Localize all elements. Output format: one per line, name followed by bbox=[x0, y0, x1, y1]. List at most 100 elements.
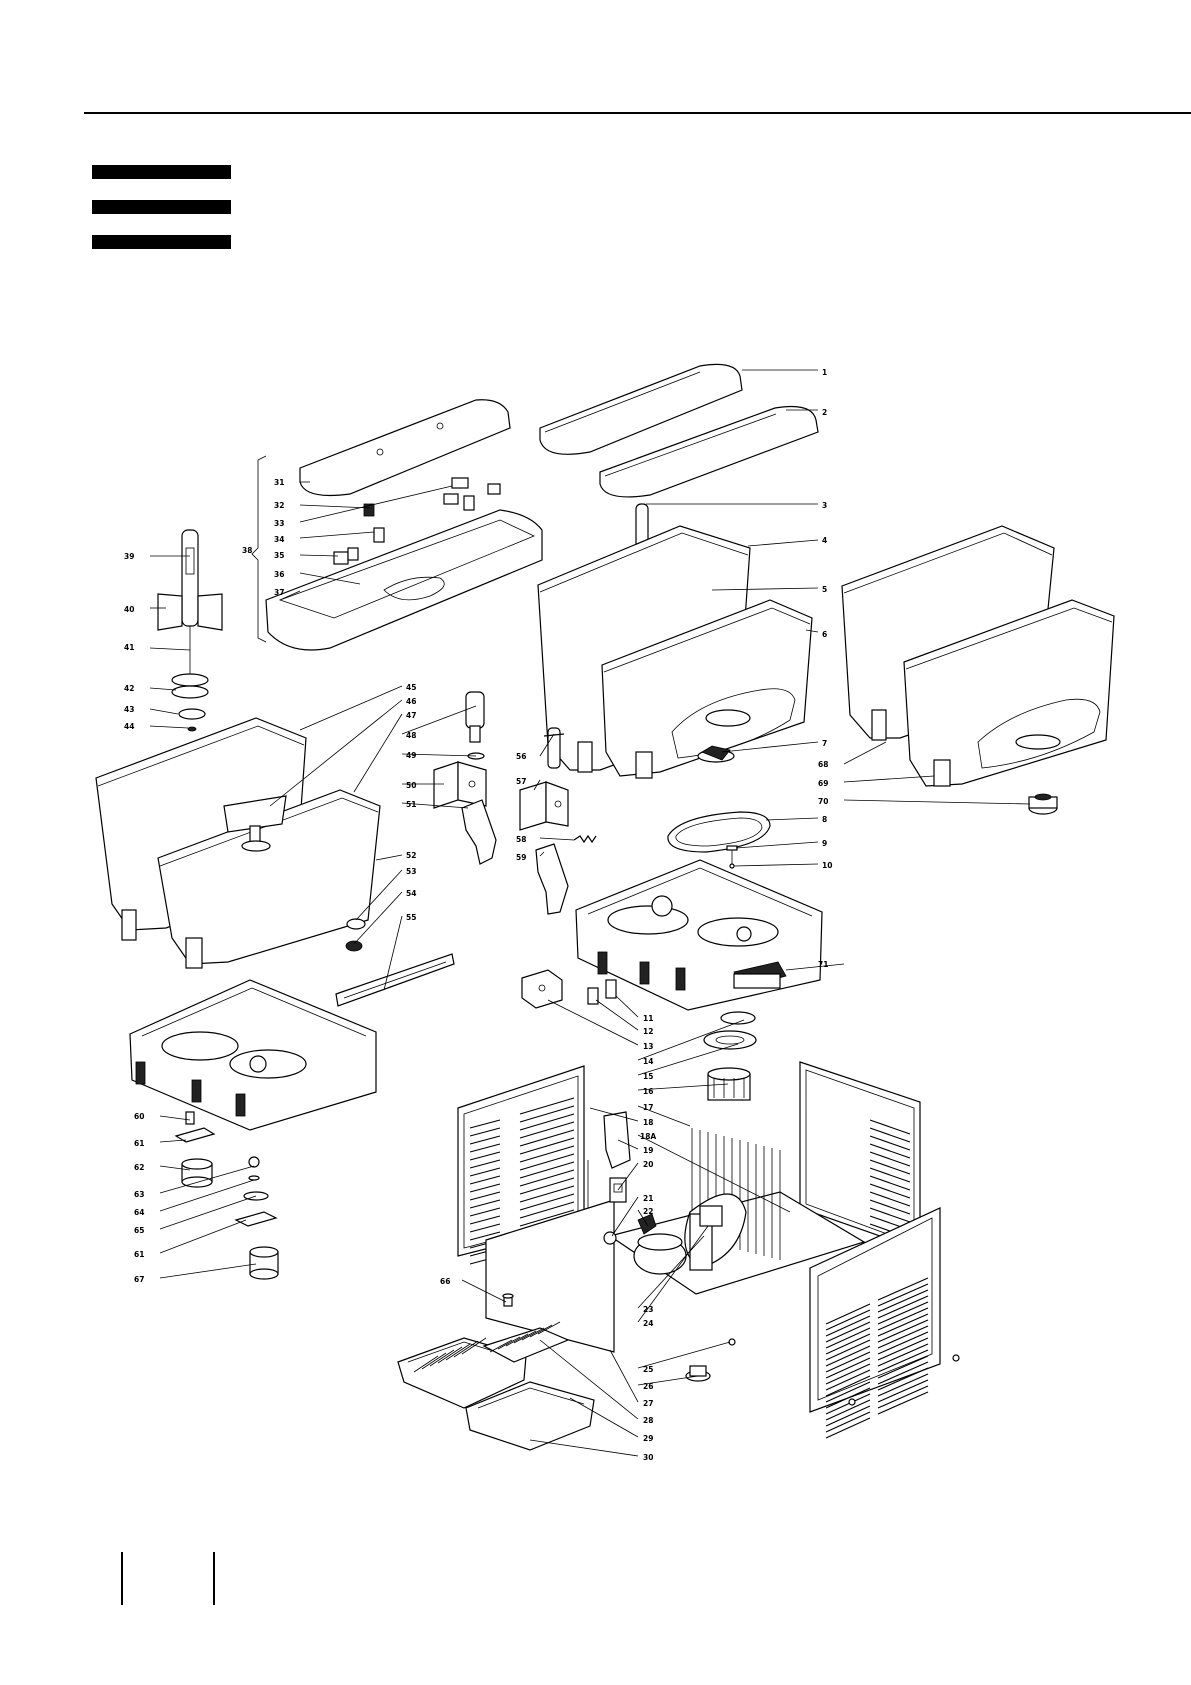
callout-41: 41 bbox=[124, 643, 134, 652]
callout-27: 27 bbox=[643, 1399, 653, 1408]
callout-65: 65 bbox=[134, 1226, 144, 1235]
callout-71: 71 bbox=[818, 960, 828, 969]
callout-48: 48 bbox=[406, 731, 416, 740]
callout-leader bbox=[300, 686, 402, 730]
drive-cap-70 bbox=[1029, 794, 1057, 814]
relay-21 bbox=[604, 1232, 616, 1244]
callout-44: 44 bbox=[124, 722, 134, 731]
callout-leader bbox=[548, 1000, 638, 1045]
callout-69: 69 bbox=[818, 779, 828, 788]
washer-10 bbox=[730, 864, 734, 868]
callout-32: 32 bbox=[274, 501, 284, 510]
callout-30: 30 bbox=[643, 1453, 653, 1462]
callout-40: 40 bbox=[124, 605, 134, 614]
callout-25: 25 bbox=[643, 1365, 653, 1374]
callout-leader bbox=[150, 688, 176, 690]
callout-36: 36 bbox=[274, 570, 284, 579]
plate-61a bbox=[176, 1128, 214, 1142]
louver bbox=[826, 1412, 870, 1432]
callout-leader bbox=[376, 855, 402, 860]
callout-2: 2 bbox=[822, 408, 827, 417]
cap-53 bbox=[347, 919, 365, 929]
callout-63: 63 bbox=[134, 1190, 144, 1199]
callout-51: 51 bbox=[406, 800, 416, 809]
callout-leader bbox=[844, 742, 886, 764]
o-ring-43 bbox=[179, 709, 205, 719]
callout-leader bbox=[844, 776, 934, 782]
callout-leader bbox=[160, 1196, 256, 1229]
callout-45: 45 bbox=[406, 683, 416, 692]
callout-37: 37 bbox=[274, 588, 284, 597]
callout-33: 33 bbox=[274, 519, 284, 528]
screw-9 bbox=[727, 846, 737, 864]
callout-10: 10 bbox=[822, 861, 832, 870]
louver bbox=[826, 1418, 870, 1438]
callout-3: 3 bbox=[822, 501, 827, 510]
callout-leader bbox=[610, 1350, 638, 1402]
pin-60 bbox=[186, 1112, 194, 1124]
callout-54: 54 bbox=[406, 889, 416, 898]
callout-15: 15 bbox=[643, 1072, 653, 1081]
callout-16: 16 bbox=[643, 1087, 653, 1096]
callout-leader bbox=[596, 1000, 638, 1030]
callout-leader bbox=[160, 1264, 256, 1278]
screw-right-1 bbox=[953, 1355, 959, 1361]
callout-19: 19 bbox=[643, 1146, 653, 1155]
callout-7: 7 bbox=[822, 739, 827, 748]
bracket-38 bbox=[252, 456, 266, 642]
callout-12: 12 bbox=[643, 1027, 653, 1036]
screw-63 bbox=[249, 1157, 259, 1167]
gearmotor-16 bbox=[708, 1068, 750, 1100]
ring-42 bbox=[172, 686, 208, 698]
callout-leader bbox=[748, 540, 818, 546]
cam-67 bbox=[250, 1247, 278, 1279]
callout-49: 49 bbox=[406, 751, 416, 760]
louver bbox=[878, 1386, 928, 1408]
callout-23: 23 bbox=[643, 1305, 653, 1314]
top-cover-31 bbox=[300, 400, 510, 496]
callout-leader bbox=[300, 532, 374, 538]
callout-42: 42 bbox=[124, 684, 134, 693]
bolt-66 bbox=[503, 1294, 513, 1306]
callout-leader bbox=[150, 648, 190, 650]
callout-18: 18 bbox=[643, 1118, 653, 1127]
washer-64 bbox=[249, 1176, 259, 1180]
callout-1: 1 bbox=[822, 368, 827, 377]
gasket-8 bbox=[668, 812, 770, 852]
screw-right-2 bbox=[849, 1399, 855, 1405]
tap-lever-51 bbox=[462, 800, 496, 864]
callout-leader bbox=[616, 996, 638, 1017]
callout-20: 20 bbox=[643, 1160, 653, 1169]
callout-leader bbox=[300, 555, 338, 556]
callout-leader bbox=[150, 726, 188, 728]
callout-68: 68 bbox=[818, 760, 828, 769]
callout-21: 21 bbox=[643, 1194, 653, 1203]
callout-35: 35 bbox=[274, 551, 284, 560]
callout-leader bbox=[354, 714, 402, 792]
callout-18a: 18A bbox=[640, 1132, 656, 1141]
callout-62: 62 bbox=[134, 1163, 144, 1172]
callout-52: 52 bbox=[406, 851, 416, 860]
callout-67: 67 bbox=[134, 1275, 144, 1284]
callout-leader bbox=[766, 818, 818, 820]
callout-24: 24 bbox=[643, 1319, 653, 1328]
plate-61b bbox=[236, 1212, 276, 1226]
switch-11 bbox=[606, 980, 616, 998]
switch-block-13 bbox=[522, 970, 562, 1008]
washer-44 bbox=[188, 727, 196, 731]
louver bbox=[826, 1406, 870, 1426]
callout-leader bbox=[734, 864, 818, 866]
tap-plate-57 bbox=[520, 782, 568, 830]
callout-8: 8 bbox=[822, 815, 827, 824]
top-frame-36-37 bbox=[266, 510, 542, 650]
drip-strip-55 bbox=[336, 954, 454, 1006]
louver bbox=[878, 1392, 928, 1414]
callout-9: 9 bbox=[822, 839, 827, 848]
callout-13: 13 bbox=[643, 1042, 653, 1051]
callout-66: 66 bbox=[440, 1277, 450, 1286]
callout-70: 70 bbox=[818, 797, 828, 806]
callout-38: 38 bbox=[242, 546, 252, 555]
callout-leader bbox=[618, 1163, 638, 1190]
